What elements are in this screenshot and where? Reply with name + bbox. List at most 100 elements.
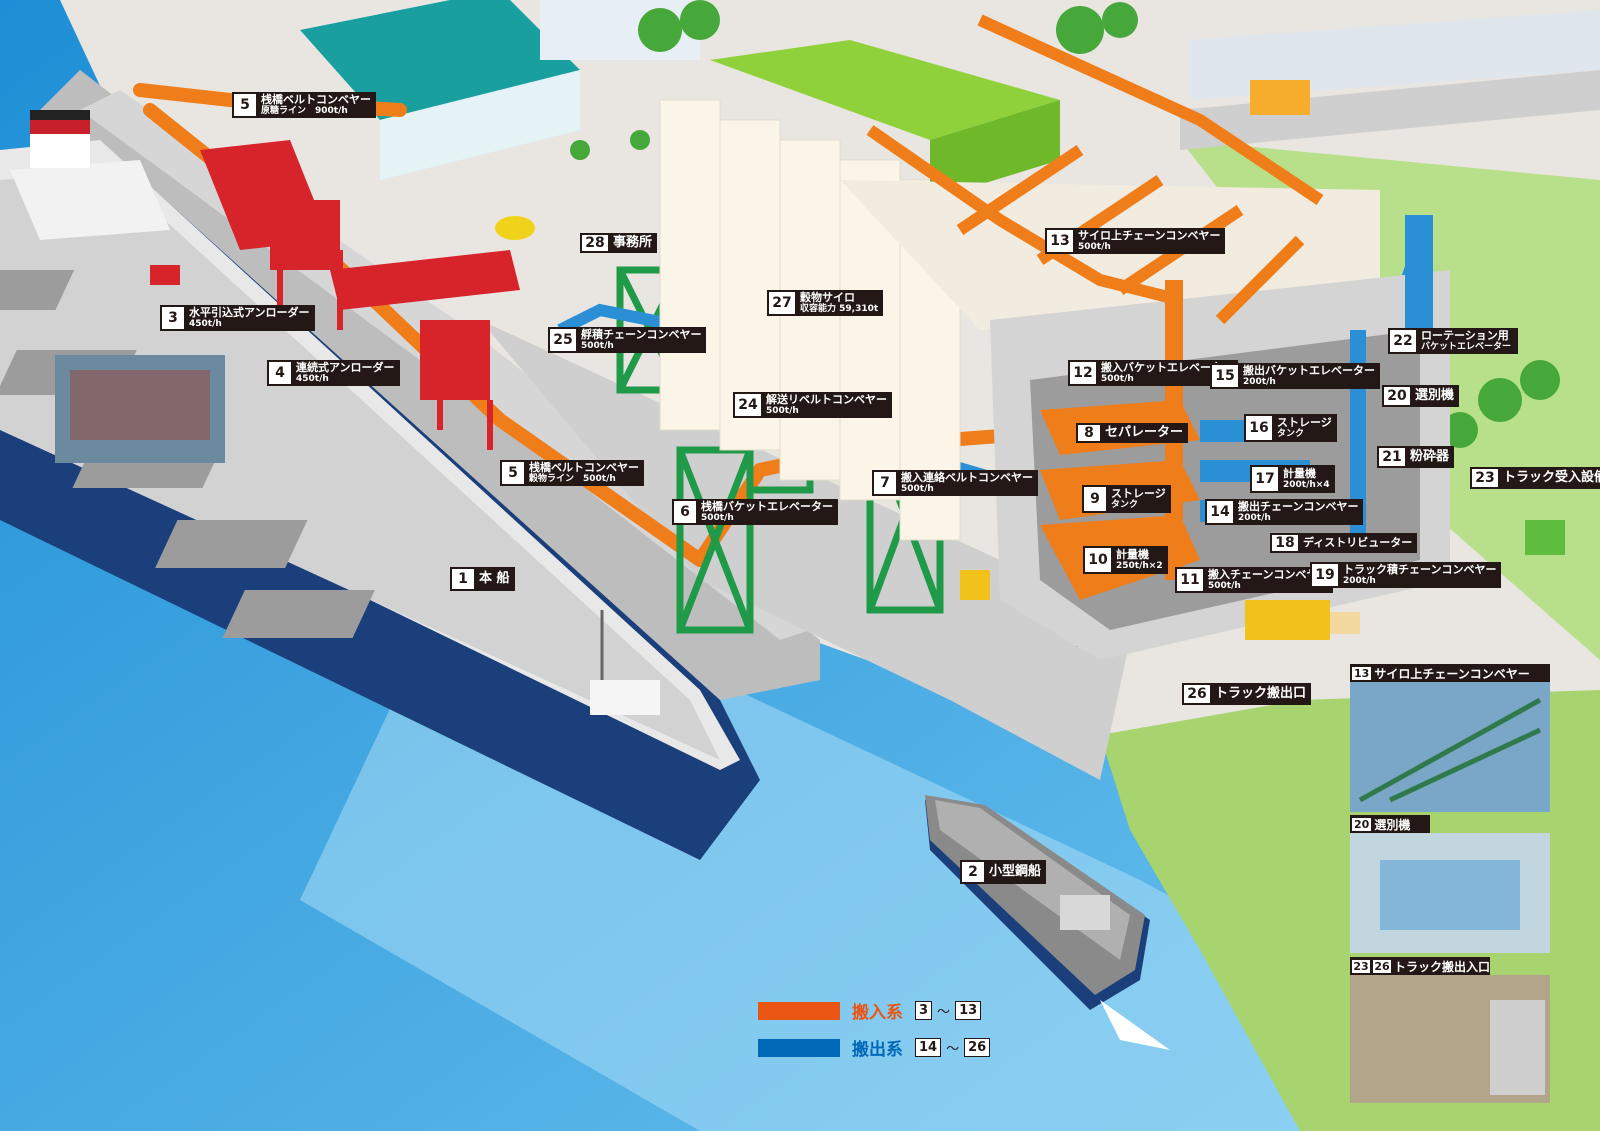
callout-title: 桟橋ベルトコンベヤー: [261, 92, 371, 106]
callout-title: 粉砕器: [1410, 448, 1450, 464]
callout-title: 桟橋バケットエレベーター: [701, 499, 833, 513]
callout-title: 搬出チェーンコンベヤー: [1238, 499, 1359, 513]
callout-number: 15: [1212, 365, 1238, 387]
callout-title: 計量機: [1283, 466, 1316, 480]
callout-subtitle: 500t/h: [1208, 581, 1241, 592]
callout-9: 9 ストレージタンク: [1082, 485, 1171, 513]
photo-title-13: 13 サイロ上チェーンコンベヤー: [1350, 664, 1550, 682]
warehouse-wall: [380, 70, 580, 180]
callout-number: 17: [1252, 467, 1278, 491]
callout-text: ディストリビューター: [1303, 535, 1412, 551]
callout-text: 桟橋ベルトコンベヤー穀物ライン 500t/h: [529, 461, 639, 485]
callout-text: 粉砕器: [1410, 448, 1449, 466]
callout-subtitle: 500t/h: [1078, 242, 1111, 253]
callout-number: 20: [1384, 387, 1410, 405]
callout-title: 連続式アンローダー: [296, 360, 395, 374]
photo-title-number: 13: [1352, 666, 1372, 680]
callout-title: 水平引込式アンローダー: [189, 305, 310, 319]
callout-title: ローテーション用: [1421, 328, 1509, 342]
legend-inbound: 搬入系 3 ～ 13: [758, 998, 982, 1023]
callout-title: 搬入チェーンコンベヤー: [1208, 567, 1329, 581]
legend-outbound-bar: [758, 1038, 840, 1057]
callout-number: 12: [1070, 362, 1096, 384]
cranes: [150, 140, 520, 400]
legend-outbound-name: 搬出系: [852, 1040, 903, 1060]
callout-subtitle: タンク: [1111, 500, 1139, 511]
callout-title: 本 船: [479, 570, 510, 586]
callout-text: ローテーション用バケットエレベーター: [1421, 328, 1512, 353]
callout-subtitle: 500t/h: [766, 406, 799, 417]
photo-title-number: 23: [1352, 959, 1370, 973]
callout-title: トラック受入設備: [1503, 469, 1600, 485]
callout-number: 10: [1085, 548, 1111, 572]
bg-building-2: [1190, 10, 1600, 100]
callout-title: 搬入連絡ベルトコンベヤー: [901, 470, 1033, 484]
callout-title: セパレーター: [1105, 424, 1184, 440]
callout-subtitle: 穀物ライン 500t/h: [529, 474, 616, 485]
photo-title-number: 26: [1373, 959, 1391, 973]
callout-title: ストレージ: [1277, 415, 1332, 429]
callout-number: 24: [735, 394, 761, 416]
callout-number: 18: [1272, 535, 1298, 551]
callout-subtitle: 500t/h: [901, 484, 934, 495]
legend-tilde: ～: [937, 1005, 951, 1020]
callout-subtitle: 500t/h: [1101, 374, 1134, 385]
callout-subtitle: バケットエレベーター: [1421, 342, 1512, 353]
callout-title: ディストリビューター: [1303, 535, 1413, 549]
callout-text: 事務所: [613, 235, 652, 251]
callout-title: ストレージ: [1111, 486, 1166, 500]
callout-number: 25: [550, 329, 576, 351]
callout-subtitle: 450t/h: [189, 319, 222, 330]
callout-28: 28 事務所: [580, 233, 658, 253]
callout-number: 9: [1084, 487, 1106, 511]
callout-subtitle: 200t/h×4: [1283, 480, 1330, 491]
photo-title-number: 20: [1352, 817, 1372, 831]
callout-subtitle: 500t/h: [581, 341, 614, 352]
callout-18: 18 ディストリビューター: [1270, 533, 1418, 553]
callout-title: トラック積チェーンコンベヤー: [1343, 562, 1497, 576]
legend-tilde: ～: [946, 1042, 960, 1057]
callout-text: 本 船: [479, 569, 510, 589]
callout-number: 28: [582, 235, 608, 251]
legend-outbound: 搬出系 14 ～ 26: [758, 1035, 991, 1060]
callout-8: 8 セパレーター: [1076, 423, 1189, 443]
callout-title: 事務所: [613, 234, 653, 250]
callout-number: 19: [1312, 564, 1338, 586]
photo-title-text: トラック搬出入口: [1394, 959, 1491, 974]
callout-subtitle: 原糖ライン 900t/h: [261, 106, 348, 117]
trees: [570, 0, 1560, 448]
callout-number: 27: [769, 292, 795, 314]
legend-inbound-to: 13: [955, 1001, 982, 1020]
callout-number: 11: [1177, 569, 1203, 591]
callout-number: 26: [1184, 685, 1210, 703]
legend-inbound-from: 3: [915, 1001, 933, 1020]
callout-subtitle: 200t/h: [1238, 513, 1271, 524]
callout-number: 8: [1078, 425, 1100, 441]
quay-right: [480, 320, 1130, 780]
legend-inbound-bar: [758, 1001, 840, 1020]
